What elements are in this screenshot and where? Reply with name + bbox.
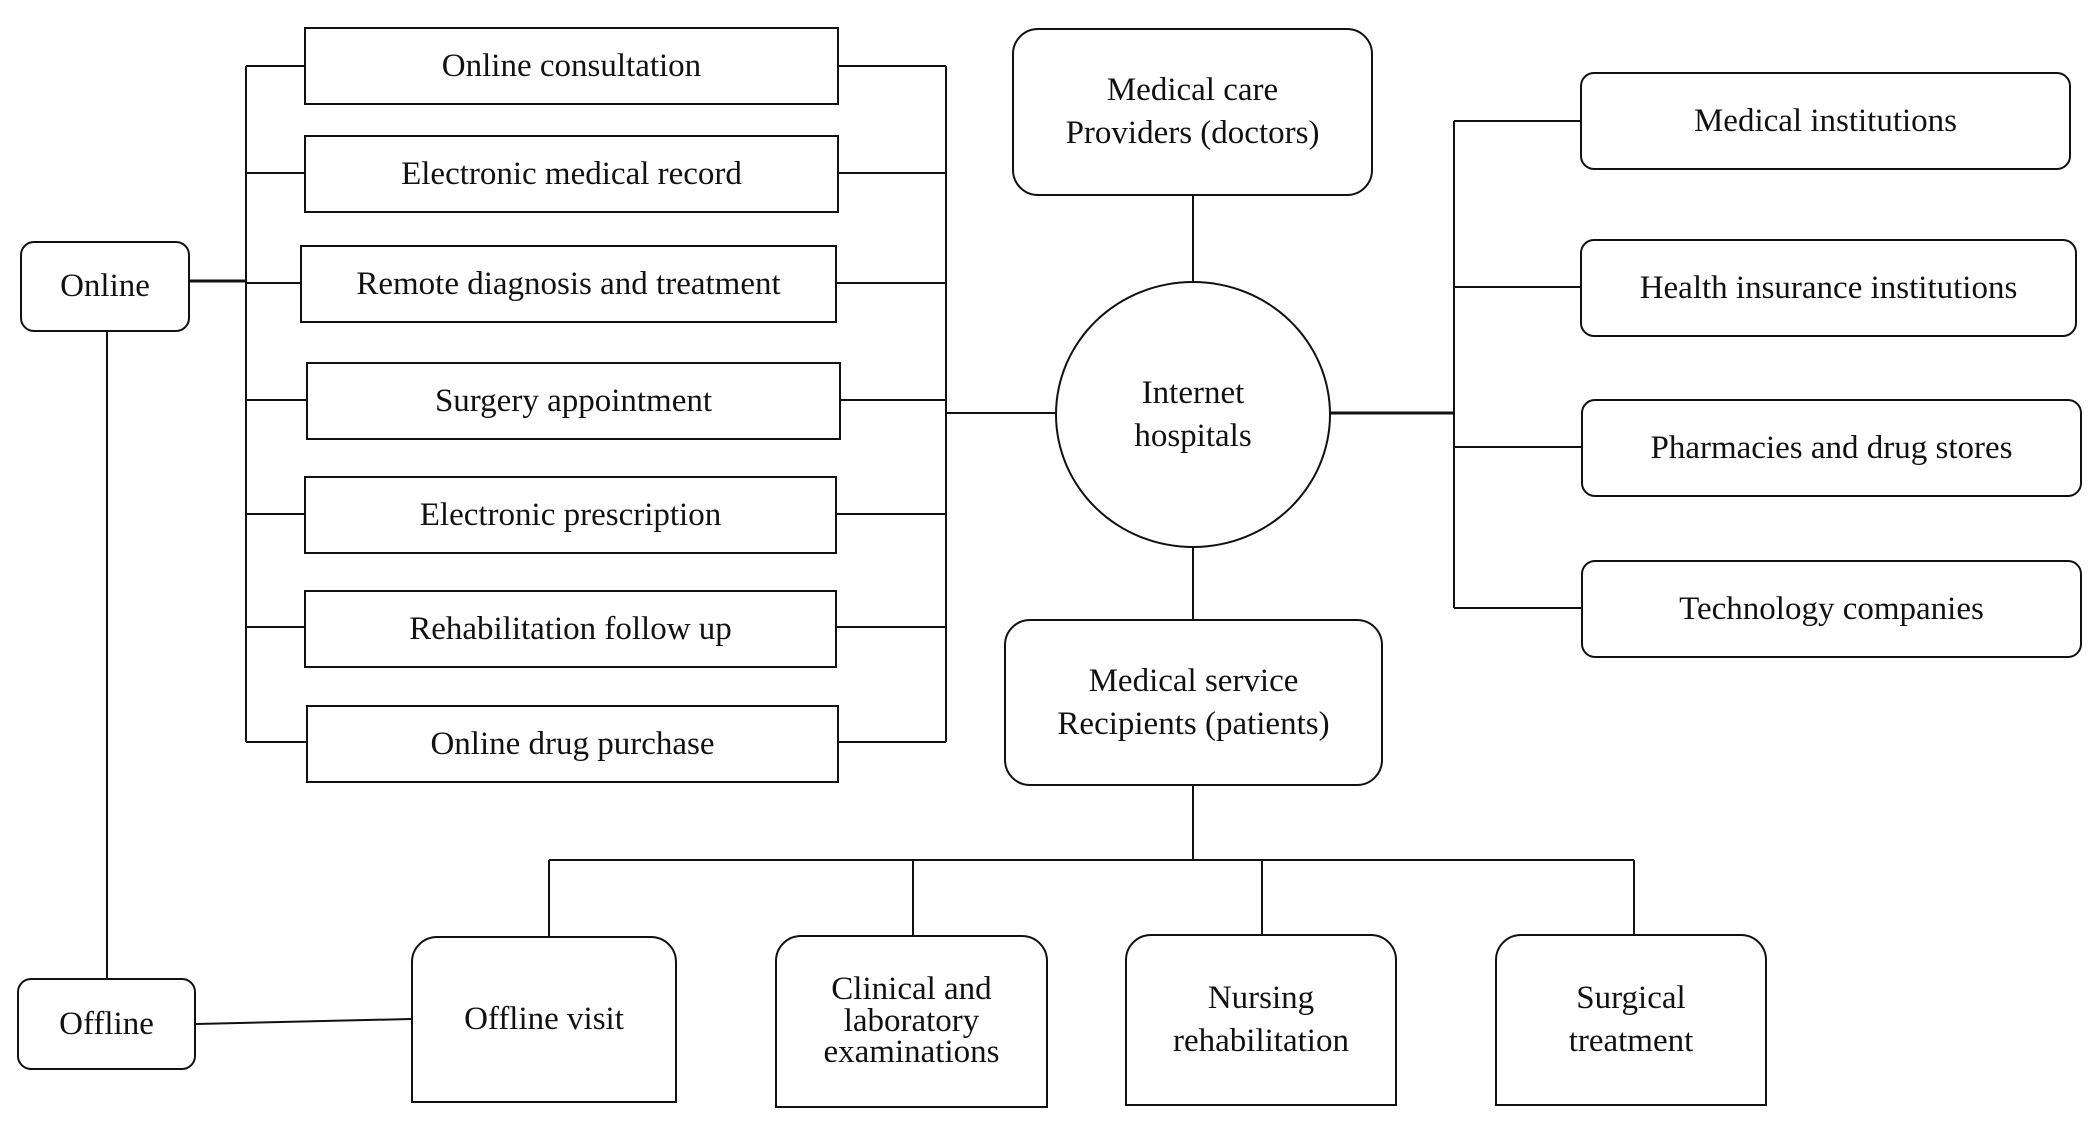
- service-remote-diagnosis: Remote diagnosis and treatment: [300, 245, 837, 323]
- service-rehabilitation-follow-up: Rehabilitation follow up: [304, 590, 837, 668]
- partner-health-insurance: Health insurance institutions: [1580, 239, 2077, 337]
- service-surgery-appointment: Surgery appointment: [306, 362, 841, 440]
- online-node: Online: [20, 241, 190, 332]
- partner-medical-institutions: Medical institutions: [1580, 72, 2071, 170]
- offline-visit-node: Offline visit: [411, 936, 677, 1103]
- service-online-drug-purchase: Online drug purchase: [306, 705, 839, 783]
- partner-technology-companies: Technology companies: [1581, 560, 2082, 658]
- offline-node: Offline: [17, 978, 196, 1070]
- service-electronic-prescription: Electronic prescription: [304, 476, 837, 554]
- service-online-consultation: Online consultation: [304, 27, 839, 105]
- partner-pharmacies: Pharmacies and drug stores: [1581, 399, 2082, 497]
- service-electronic-medical-record: Electronic medical record: [304, 135, 839, 213]
